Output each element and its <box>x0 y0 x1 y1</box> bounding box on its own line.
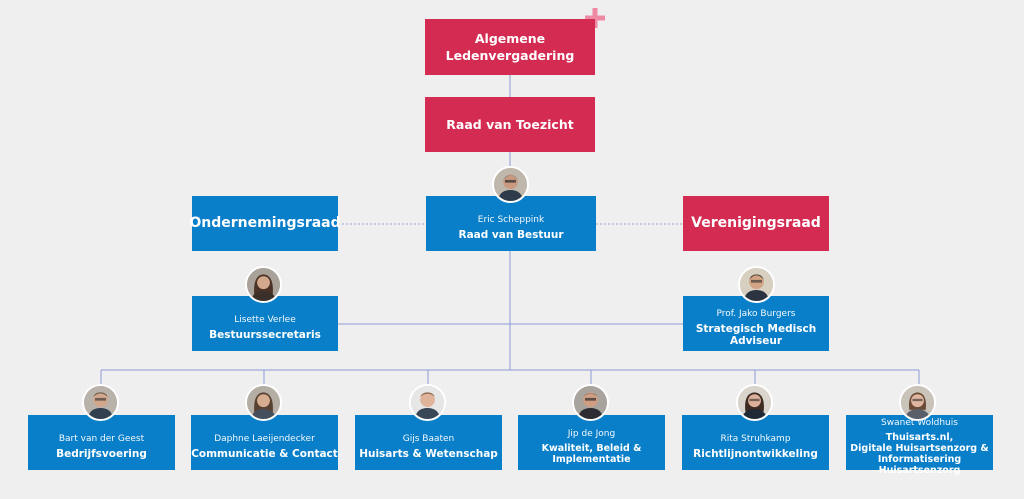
avatar-daphne-laeijendecker <box>245 384 282 421</box>
avatar-rita-struhkamp <box>736 384 773 421</box>
person-role: Huisarts & Wetenschap <box>359 448 498 460</box>
box-title: Verenigingsraad <box>691 215 821 231</box>
box-bestuurssecretaris: Lisette Verlee Bestuurssecretaris <box>192 296 338 351</box>
avatar-jako-burgers <box>738 266 775 303</box>
avatar-bart-van-der-geest <box>82 384 119 421</box>
box-raad-van-bestuur: Eric Scheppink Raad van Bestuur <box>426 196 596 251</box>
person-role: Raad van Bestuur <box>458 229 564 241</box>
avatar-jip-de-jong <box>572 384 609 421</box>
box-title: Raad van Toezicht <box>446 117 574 132</box>
box-department-1: Bart van der Geest Bedrijfsvoering <box>28 415 175 470</box>
person-role: Thuisarts.nl,Digitale Huisartsenzorg &In… <box>850 432 989 476</box>
box-strategisch-medisch-adviseur: Prof. Jako Burgers Strategisch Medisch A… <box>683 296 829 351</box>
person-role: Bedrijfsvoering <box>56 448 147 460</box>
avatar-eric-scheppink <box>492 166 529 203</box>
box-raad-van-toezicht: Raad van Toezicht <box>425 97 595 152</box>
person-name: Jip de Jong <box>567 429 616 439</box>
person-role: Bestuurssecretaris <box>209 329 321 341</box>
person-name: Rita Struhkamp <box>720 434 791 444</box>
person-name: Bart van der Geest <box>58 434 145 444</box>
box-ondernemingsraad: Ondernemingsraad <box>189 196 341 251</box>
person-role: Richtlijnontwikkeling <box>693 448 818 460</box>
box-department-4: Jip de Jong Kwaliteit, Beleid &Implement… <box>518 415 665 470</box>
person-name: Swanet Woldhuis <box>881 418 958 428</box>
avatar-gijs-baaten <box>409 384 446 421</box>
box-department-5: Rita Struhkamp Richtlijnontwikkeling <box>682 415 829 470</box>
box-verenigingsraad: Verenigingsraad <box>683 196 829 251</box>
person-role: Kwaliteit, Beleid &Implementatie <box>541 443 642 465</box>
person-role: Strategisch Medisch Adviseur <box>695 323 817 347</box>
avatar-lisette-verlee <box>245 266 282 303</box>
avatar-swanet-woldhuis <box>899 384 936 421</box>
person-name: Eric Scheppink <box>477 215 545 225</box>
box-department-6: Swanet Woldhuis Thuisarts.nl,Digitale Hu… <box>846 415 993 476</box>
person-name: Lisette Verlee <box>234 315 296 325</box>
box-title: Ondernemingsraad <box>189 215 341 231</box>
person-name: Daphne Laeijendecker <box>214 434 315 444</box>
plus-icon <box>585 8 605 28</box>
person-role: Communicatie & Contact <box>191 448 338 460</box>
box-department-3: Gijs Baaten Huisarts & Wetenschap <box>355 415 502 470</box>
box-department-2: Daphne Laeijendecker Communicatie & Cont… <box>191 415 338 470</box>
person-name: Gijs Baaten <box>402 434 455 444</box>
person-name: Prof. Jako Burgers <box>716 309 796 319</box>
